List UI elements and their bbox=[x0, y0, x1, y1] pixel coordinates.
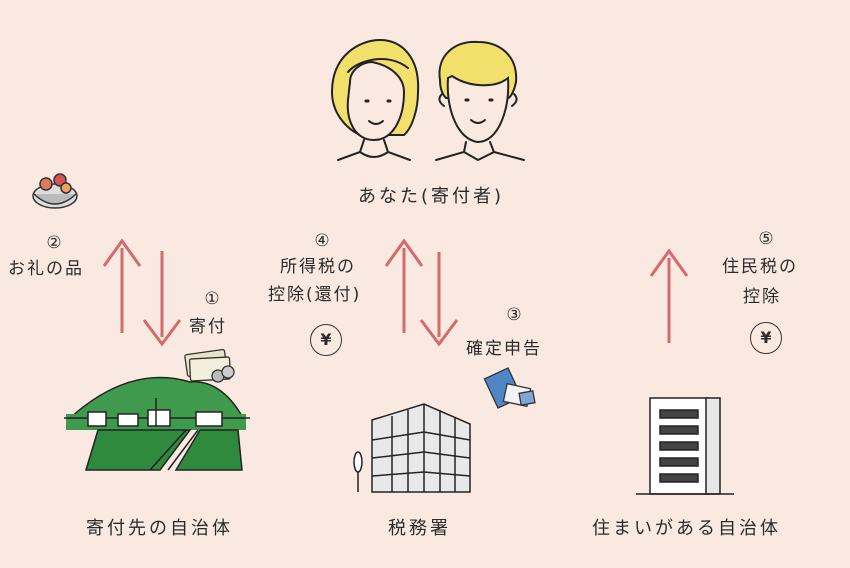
donor-man-icon bbox=[435, 40, 525, 162]
donor-label: あなた(寄付者) bbox=[358, 186, 505, 207]
step-2-number: ② bbox=[46, 233, 64, 253]
countryside-icon bbox=[64, 376, 250, 471]
yen-coin-income-tax-icon: ¥ bbox=[310, 324, 342, 356]
donated-municipality-label: 寄付先の自治体 bbox=[86, 518, 233, 539]
step-4-line2: 控除(還付) bbox=[268, 285, 362, 305]
tax-document-icon bbox=[483, 367, 536, 409]
step-3-number: ③ bbox=[506, 305, 524, 325]
step-4-number: ④ bbox=[314, 231, 332, 251]
home-municipality-building-icon bbox=[636, 397, 734, 495]
arrow-refund-up bbox=[384, 238, 424, 333]
arrow-donation-down bbox=[142, 251, 182, 347]
step-4-line1: 所得税の bbox=[280, 257, 356, 277]
step-3-label: 確定申告 bbox=[466, 339, 542, 359]
arrow-resident-tax-up bbox=[649, 248, 689, 343]
yen-coin-resident-tax-icon: ¥ bbox=[750, 322, 782, 354]
arrow-gift-up bbox=[102, 238, 142, 333]
gift-basket-icon bbox=[32, 173, 78, 209]
tax-office-label: 税務署 bbox=[388, 518, 451, 539]
step-5-number: ⑤ bbox=[758, 229, 776, 249]
arrow-filing-down bbox=[419, 252, 459, 347]
tax-office-building-icon bbox=[353, 403, 471, 493]
step-5-line1: 住民税の bbox=[722, 257, 798, 277]
home-municipality-label: 住まいがある自治体 bbox=[592, 518, 781, 539]
money-icon bbox=[184, 348, 235, 383]
step-5-line2: 控除 bbox=[743, 287, 781, 307]
step-2-label: お礼の品 bbox=[8, 259, 84, 279]
step-1-number: ① bbox=[204, 289, 222, 309]
donor-woman-icon bbox=[330, 38, 420, 161]
step-1-label: 寄付 bbox=[189, 317, 227, 337]
